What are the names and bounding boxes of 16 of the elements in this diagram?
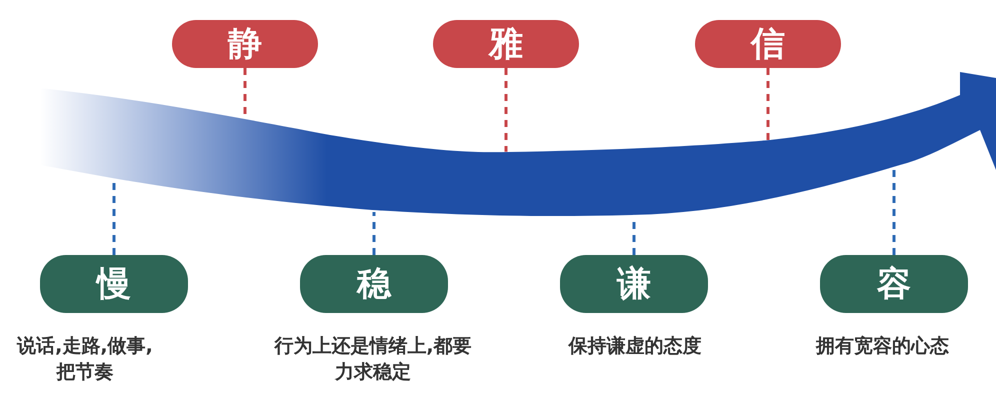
leader-line	[504, 68, 508, 152]
keyword-pill: 容	[820, 255, 968, 313]
title-pill: 信	[695, 20, 841, 68]
title-pill: 静	[172, 20, 318, 68]
title-pill: 雅	[433, 20, 579, 68]
keyword-pill: 慢	[40, 255, 188, 313]
leader-line	[766, 68, 770, 140]
keyword-pill: 稳	[300, 255, 448, 313]
description-text: 拥有宽容的心态	[814, 334, 950, 359]
description-text: 行为上还是情绪上,都要力求稳定	[273, 334, 473, 385]
description-text: 保持谦虚的态度	[567, 334, 702, 359]
keyword-pill: 谦	[560, 255, 708, 313]
leader-line	[372, 212, 376, 255]
description-text: 说话,走路,做事,把节奏	[16, 334, 154, 385]
leader-line	[112, 180, 116, 255]
leader-line	[892, 168, 896, 255]
